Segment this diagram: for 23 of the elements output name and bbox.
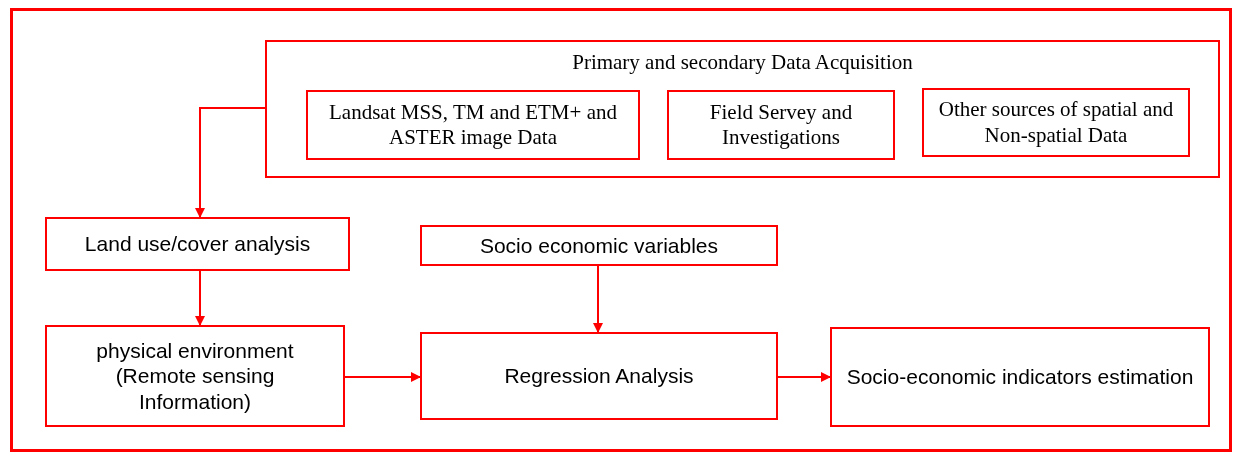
group-heading: Primary and secondary Data Acquisition	[572, 50, 913, 76]
process-box	[420, 225, 778, 266]
arrow	[344, 372, 421, 382]
box-label: physical environment (Remote sensing Information)	[95, 338, 295, 414]
process-box	[922, 88, 1190, 157]
arrow	[593, 265, 603, 333]
box-label: Socio-economic indicators estimation	[846, 364, 1194, 390]
box-label: Other sources of spatial and Non-spatial Data	[938, 97, 1174, 148]
box-label: Regression Analysis	[504, 363, 694, 389]
box-label: Land use/cover analysis	[84, 231, 311, 257]
process-box	[420, 332, 778, 420]
box-label: Field Servey and Investigations	[708, 99, 854, 151]
process-box	[306, 90, 640, 160]
process-box	[45, 217, 350, 271]
group-box	[265, 40, 1220, 178]
process-box	[830, 327, 1210, 427]
box-label: Landsat MSS, TM and ETM+ and ASTER image Data	[328, 99, 618, 151]
arrow	[777, 372, 831, 382]
arrow	[195, 270, 205, 326]
arrow	[195, 107, 266, 218]
process-box	[667, 90, 895, 160]
process-box	[45, 325, 345, 427]
box-label: Socio economic variables	[479, 232, 719, 259]
